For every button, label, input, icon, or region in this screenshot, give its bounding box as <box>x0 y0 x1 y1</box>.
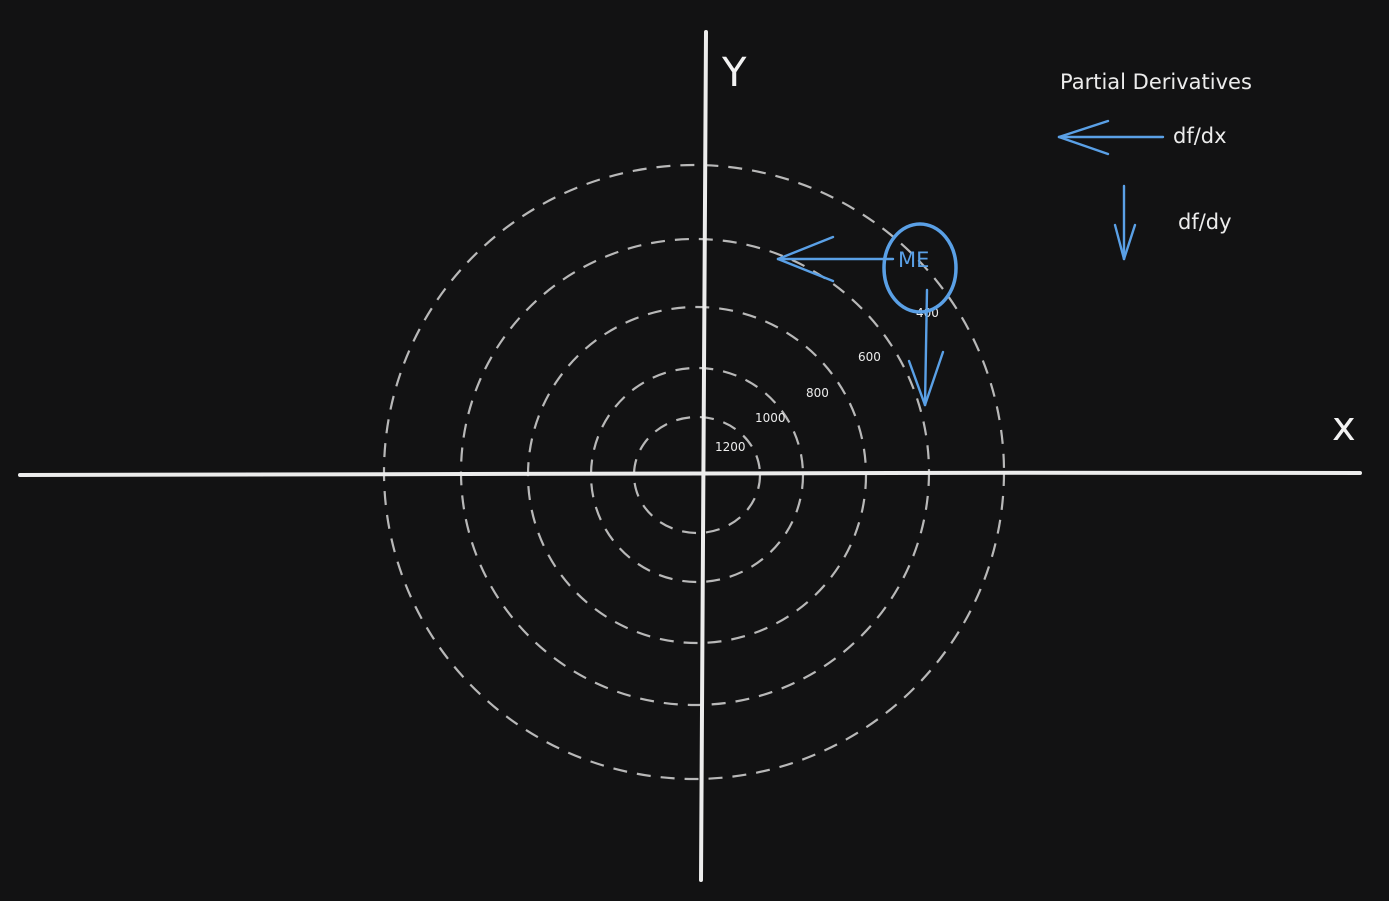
dfdy-arrow-head-right <box>923 350 945 407</box>
x-axis-line <box>18 470 1362 477</box>
dfdx-arrow-head-lower <box>776 257 835 283</box>
legend-dfdy-label: df/dy <box>1178 210 1232 234</box>
dfdy-arrow-shaft <box>923 288 929 407</box>
contour-label-1000: 1000 <box>755 411 786 425</box>
dfdx-arrow <box>776 235 895 283</box>
dfdy-arrow-head-left <box>907 359 927 407</box>
y-axis-label: Y <box>721 50 747 96</box>
contour-labels: 1200 1000 800 600 400 <box>715 306 939 454</box>
dfdx-arrow-head-upper <box>776 235 835 261</box>
me-circle <box>882 222 958 314</box>
axes <box>18 30 1362 882</box>
legend-dfdx-label: df/dx <box>1173 124 1227 148</box>
me-marker: ME <box>882 222 958 314</box>
me-label: ME <box>898 248 929 272</box>
legend-dfdy-arrow-icon <box>1113 184 1137 261</box>
dfdy-arrow <box>907 288 945 407</box>
contour-label-600: 600 <box>858 350 881 364</box>
y-axis-line <box>699 30 708 882</box>
x-axis-label: x <box>1332 404 1356 450</box>
legend-dfdx-arrow-icon <box>1057 119 1165 156</box>
contour-label-1200: 1200 <box>715 440 746 454</box>
legend: Partial Derivatives df/dx df/dy <box>1057 70 1252 261</box>
legend-title: Partial Derivatives <box>1060 70 1252 94</box>
contour-label-800: 800 <box>806 386 829 400</box>
